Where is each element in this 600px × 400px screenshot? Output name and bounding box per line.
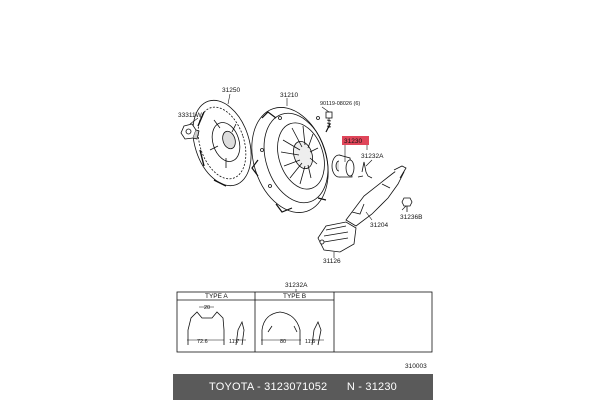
clutch-cover-31210 bbox=[251, 107, 331, 213]
diagram-ref-310003: 310003 bbox=[405, 363, 427, 370]
dim-b-side: 11.6 bbox=[305, 339, 315, 345]
type-b-clip-drawing bbox=[261, 311, 324, 346]
dim-b-width: 80 bbox=[280, 339, 286, 345]
label-31236b: 31236B bbox=[400, 214, 422, 221]
clutch-disc-31250 bbox=[192, 99, 252, 187]
label-33311w: 33311W bbox=[178, 112, 203, 119]
boot-31126 bbox=[317, 221, 357, 253]
release-fork-31204 bbox=[345, 165, 407, 227]
clutch-exploded-diagram: 31250 31210 33311W 90119-08026 (6) 31230… bbox=[176, 87, 433, 370]
clip-31232a bbox=[357, 161, 373, 179]
dim-a-width: 72.6 bbox=[197, 339, 208, 345]
label-31250: 31250 bbox=[222, 87, 240, 94]
type-b-header: TYPE B bbox=[283, 293, 306, 300]
label-31232a: 31232A bbox=[361, 153, 384, 160]
dim-a-side: 11.7 bbox=[229, 339, 239, 345]
label-31210: 31210 bbox=[280, 92, 298, 99]
label-31126: 31126 bbox=[323, 258, 341, 265]
label-90119-08026: 90119-08026 (6) bbox=[320, 101, 360, 107]
highlight-31230-box bbox=[342, 136, 369, 145]
table-title: 31232A bbox=[285, 282, 308, 289]
release-bearing-31230 bbox=[331, 154, 355, 178]
bolt-90119-08026 bbox=[325, 111, 333, 128]
pivot-31236b bbox=[401, 197, 413, 212]
type-a-header: TYPE A bbox=[205, 293, 228, 300]
footer-spacer bbox=[327, 381, 347, 393]
nut-33311w bbox=[180, 123, 200, 140]
variant-table: 31232A TYPE A TYPE B 20 72.6 11.7 80 11.… bbox=[176, 282, 433, 353]
brand-part-number: TOYOTA - 3123071052 bbox=[208, 381, 328, 393]
label-31230: 31230 bbox=[344, 138, 362, 145]
part-info-bar: TOYOTA - 3123071052 N - 31230 bbox=[173, 374, 433, 400]
leader-lines bbox=[189, 93, 407, 258]
type-a-clip-drawing bbox=[187, 306, 246, 346]
label-31204: 31204 bbox=[370, 222, 388, 229]
dim-a-top: 20 bbox=[204, 305, 210, 311]
reference-number: N - 31230 bbox=[346, 381, 397, 393]
